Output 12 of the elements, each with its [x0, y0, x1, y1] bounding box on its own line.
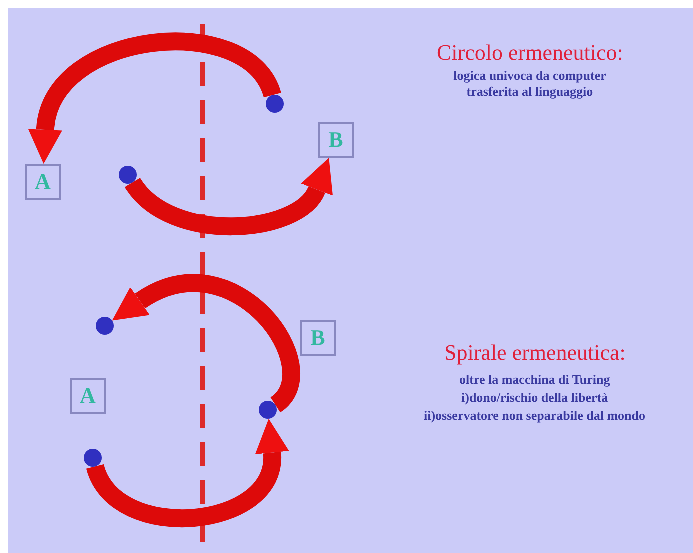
note-text: oltre la macchina di Turing	[460, 372, 610, 388]
note-text: logica univoca da computer trasferita al linguaggio	[452, 68, 608, 100]
note-text: i)dono/rischio della libertà	[462, 390, 608, 406]
letter-box: B	[318, 122, 354, 158]
curved-arrow	[110, 274, 300, 412]
note-text: ii)osservatore non separabile dal mondo	[424, 408, 646, 424]
letter-box: A	[70, 378, 106, 414]
heading: Circolo ermeneutico:	[437, 40, 624, 66]
heading: Spirale ermeneutica:	[444, 340, 626, 366]
letter-box: A	[25, 164, 61, 200]
letter-box: B	[300, 320, 336, 356]
curved-arrow	[126, 160, 335, 236]
